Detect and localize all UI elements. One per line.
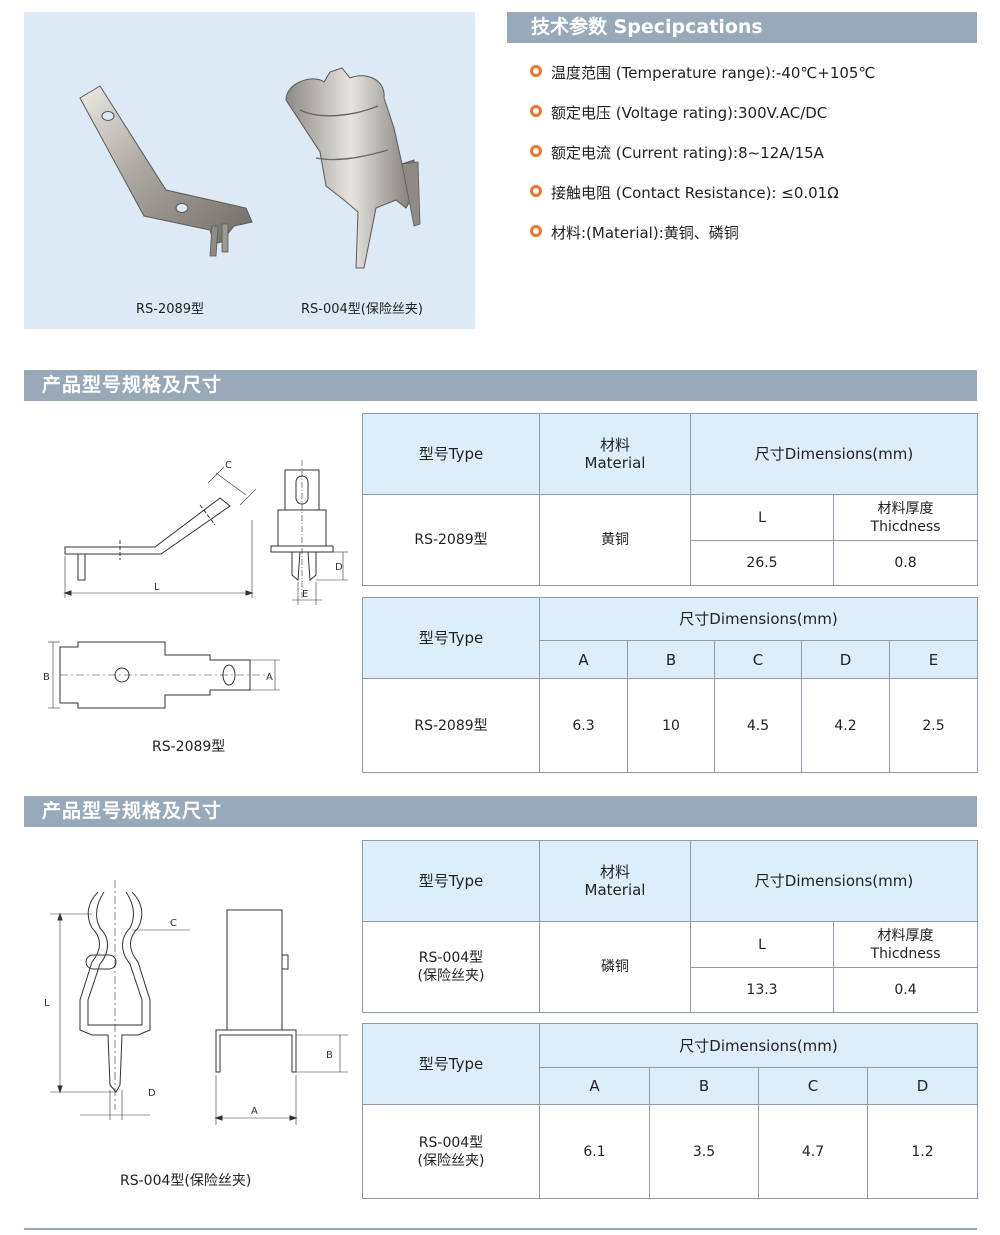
a-value: 6.3 [539, 678, 628, 773]
spec-text: 接触电阻 (Contact Resistance): ≤0.01Ω [551, 184, 839, 202]
bullet-icon [530, 65, 542, 77]
b-value: 10 [627, 678, 715, 773]
type-header: 型号Type [362, 840, 540, 922]
photo-caption-rs2089: RS-2089型 [136, 302, 205, 317]
spec-item-temperature: 温度范围 (Temperature range):-40℃+105℃ [530, 62, 875, 102]
spec-item-resistance: 接触电阻 (Contact Resistance): ≤0.01Ω [530, 182, 875, 222]
dimensions-header: 尺寸Dimensions(mm) [689, 840, 979, 922]
thickness-header-en: Thicdness [870, 518, 941, 535]
c-value: 4.5 [714, 678, 802, 773]
l-value: 13.3 [690, 967, 834, 1013]
drawing-caption-rs004: RS-004型(保险丝夹) [120, 1173, 252, 1189]
thickness-value: 0.8 [832, 540, 979, 586]
type-header: 型号Type [362, 413, 540, 495]
dim-label-l: L [44, 998, 50, 1009]
footer-divider [24, 1228, 977, 1230]
b-value: 3.5 [649, 1104, 759, 1199]
l-value: 26.5 [690, 540, 834, 586]
dim-label-e: E [302, 589, 308, 600]
spec-item-voltage: 额定电压 (Voltage rating):300V.AC/DC [530, 102, 875, 142]
col-c-header: C [714, 640, 802, 679]
thickness-value: 0.4 [832, 967, 979, 1013]
material-header-en: Material [584, 454, 646, 472]
type-header: 型号Type [362, 1023, 540, 1105]
dimensions-header: 尺寸Dimensions(mm) [538, 597, 979, 641]
material-cell: 磷铜 [539, 921, 691, 1013]
rs2089-technical-drawing: L C D E A B [43, 460, 348, 709]
model-cell: RS-2089型 [362, 678, 540, 773]
col-b-header: B [649, 1067, 759, 1105]
col-l-header: L [690, 921, 834, 968]
col-a-header: A [539, 640, 628, 679]
dimensions-header: 尺寸Dimensions(mm) [689, 413, 979, 495]
col-l-header: L [690, 494, 834, 541]
type-header: 型号Type [362, 597, 540, 679]
material-header-cn: 材料 [599, 863, 630, 881]
col-c-header: C [758, 1067, 868, 1105]
spec-text: 温度范围 (Temperature range):-40℃+105℃ [551, 64, 876, 82]
rs004-technical-drawing: L C D A B [44, 880, 348, 1125]
c-value: 4.7 [758, 1104, 868, 1199]
section1-header: 产品型号规格及尺寸 [24, 370, 977, 401]
specifications-list: 温度范围 (Temperature range):-40℃+105℃ 额定电压 … [530, 62, 875, 262]
dim-label-d: D [148, 1088, 156, 1099]
photo-caption-rs004: RS-004型(保险丝夹) [301, 302, 423, 317]
thickness-header-cn: 材料厚度 [877, 500, 934, 517]
material-header-en: Material [584, 881, 646, 899]
spec-item-material: 材料:(Material):黄铜、磷铜 [530, 222, 875, 262]
bullet-icon [530, 225, 542, 237]
col-d-header: D [801, 640, 890, 679]
spec-text: 额定电流 (Current rating):8~12A/15A [551, 144, 824, 162]
specifications-header: 技术参数 Specipcations [507, 12, 977, 43]
d-value: 4.2 [801, 678, 890, 773]
e-value: 2.5 [888, 678, 979, 773]
dim-label-l: L [154, 582, 160, 593]
rs2089-photo [79, 67, 421, 269]
thickness-header-en: Thicdness [870, 945, 941, 962]
col-a-header: A [539, 1067, 650, 1105]
spec-text: 材料:(Material):黄铜、磷铜 [551, 224, 739, 242]
product-photo-panel: RS-2089型 RS-004型(保险丝夹) [24, 12, 475, 329]
thickness-header-cn: 材料厚度 [877, 927, 934, 944]
drawing-caption-rs2089: RS-2089型 [152, 739, 226, 755]
rs004-dimensions-table: 型号Type 尺寸Dimensions(mm) A B C D RS-004型(… [362, 1023, 979, 1199]
a-value: 6.1 [539, 1104, 650, 1199]
dim-label-c: C [170, 918, 177, 929]
dimensions-header: 尺寸Dimensions(mm) [538, 1023, 979, 1068]
model-cell: RS-2089型 [362, 494, 540, 586]
bullet-icon [530, 185, 542, 197]
material-header-cn: 材料 [599, 436, 630, 454]
d-value: 1.2 [866, 1104, 979, 1199]
spec-text: 额定电压 (Voltage rating):300V.AC/DC [551, 104, 828, 122]
model-line1: RS-004型 [418, 1134, 484, 1151]
model-cell: RS-004型(保险丝夹) [362, 1104, 540, 1199]
dim-label-a: A [251, 1106, 258, 1117]
dim-label-d: D [335, 562, 343, 573]
col-e-header: E [888, 640, 979, 679]
section2-header: 产品型号规格及尺寸 [24, 796, 977, 827]
rs2089-dimensions-table: 型号Type 尺寸Dimensions(mm) A B C D E RS-208… [362, 597, 979, 773]
dim-label-b: B [43, 672, 50, 683]
spec-item-current: 额定电流 (Current rating):8~12A/15A [530, 142, 875, 182]
model-line1: RS-004型 [418, 950, 484, 966]
dim-label-a: A [266, 672, 273, 683]
bullet-icon [530, 105, 542, 117]
col-d-header: D [866, 1067, 979, 1105]
bullet-icon [530, 145, 542, 157]
dim-label-c: C [225, 460, 232, 471]
dim-label-b: B [326, 1050, 333, 1061]
material-cell: 黄铜 [539, 494, 691, 586]
model-line2: (保险丝夹) [417, 968, 485, 984]
model-line2: (保险丝夹) [417, 1152, 485, 1169]
model-cell: RS-004型 (保险丝夹) [362, 921, 540, 1013]
col-b-header: B [627, 640, 715, 679]
